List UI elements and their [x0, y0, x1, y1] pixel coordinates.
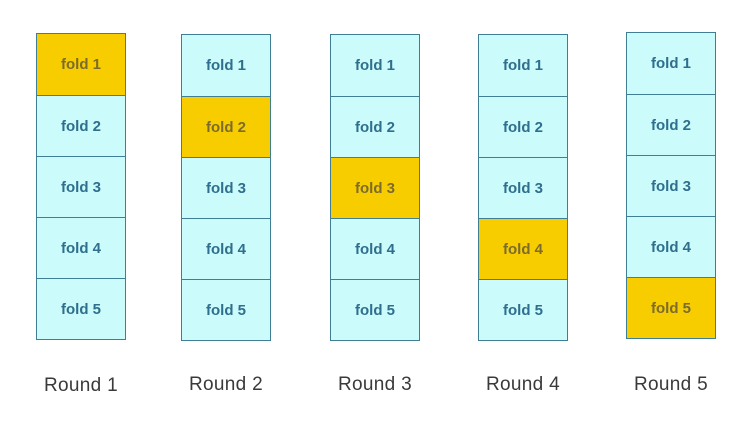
round-label: Round 4: [486, 374, 560, 395]
fold-cell-test: fold 1: [37, 34, 125, 95]
fold-cell: fold 1: [651, 55, 691, 72]
fold-cell-test: fold 2: [182, 96, 270, 157]
round-label: Round 1: [44, 375, 118, 396]
fold-cell: fold 2: [627, 94, 715, 155]
round-5: fold 1 fold 2 fold 3 fold 4 fold 5 Round…: [626, 32, 716, 395]
round-label: Round 5: [634, 374, 708, 395]
fold-cell-test: fold 3: [331, 157, 419, 218]
fold-cell: fold 5: [37, 278, 125, 339]
round-label: Round 2: [189, 374, 263, 395]
fold-stack: fold 1 fold 2 fold 3 fold 4 fold 5: [181, 34, 271, 341]
fold-cell: fold 2: [331, 96, 419, 157]
fold-cell: fold 3: [627, 155, 715, 216]
fold-cell: fold 4: [627, 216, 715, 277]
round-4: fold 1 fold 2 fold 3 fold 4 fold 5 Round…: [478, 34, 568, 395]
round-label: Round 3: [338, 374, 412, 395]
fold-cell: fold 4: [182, 218, 270, 279]
fold-cell-test: fold 5: [627, 277, 715, 338]
round-2: fold 1 fold 2 fold 3 fold 4 fold 5 Round…: [181, 34, 271, 395]
fold-cell: fold 2: [37, 95, 125, 156]
fold-cell: fold 5: [331, 279, 419, 340]
fold-cell: fold 5: [182, 279, 270, 340]
round-3: fold 1 fold 2 fold 3 fold 4 fold 5 Round…: [330, 34, 420, 395]
fold-cell: fold 1: [206, 57, 246, 74]
fold-cell: fold 5: [479, 279, 567, 340]
fold-cell: fold 1: [503, 57, 543, 74]
fold-cell: fold 4: [37, 217, 125, 278]
fold-stack: fold 1 fold 2 fold 3 fold 4 fold 5: [626, 32, 716, 339]
fold-cell: fold 3: [37, 156, 125, 217]
fold-stack: fold 1 fold 2 fold 3 fold 4 fold 5: [330, 34, 420, 341]
fold-stack: fold 1 fold 2 fold 3 fold 4 fold 5: [36, 33, 126, 340]
fold-cell: fold 1: [355, 57, 395, 74]
fold-stack: fold 1 fold 2 fold 3 fold 4 fold 5: [478, 34, 568, 341]
fold-cell: fold 3: [479, 157, 567, 218]
fold-cell-test: fold 4: [479, 218, 567, 279]
round-1: fold 1 fold 2 fold 3 fold 4 fold 5 Round…: [36, 33, 126, 396]
fold-cell: fold 3: [182, 157, 270, 218]
fold-cell: fold 2: [479, 96, 567, 157]
fold-cell: fold 4: [331, 218, 419, 279]
